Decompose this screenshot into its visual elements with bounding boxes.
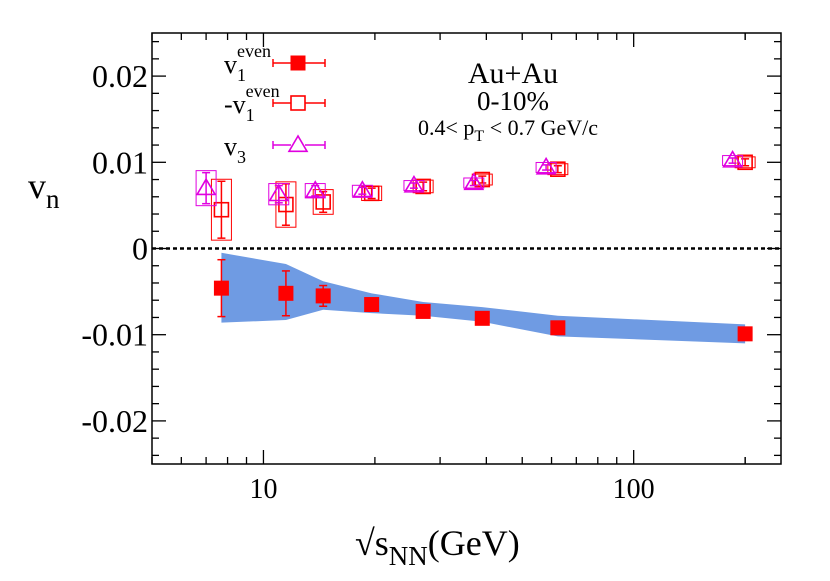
systematic-box [195,170,217,207]
y-tick-label: 0.02 [92,58,148,94]
filled-square-marker [550,320,566,336]
y-tick-label: 0.01 [92,144,148,180]
open-square-marker [474,171,491,188]
open-triangle-marker [463,172,485,191]
filled-square-marker [213,280,229,296]
legend-label: v1even [224,41,271,85]
filled-square-marker [474,310,490,326]
legend-marker [287,134,309,153]
systematic-box [304,183,326,199]
x-tick-label: 100 [613,474,655,505]
systematic-box [535,161,557,173]
systematic-box [722,155,744,167]
open-triangle-marker [403,174,425,193]
systematic-box [268,183,290,206]
systematic-box [312,189,334,215]
x-axis-label: √sNN(GeV) [355,523,520,571]
filled-square-marker [364,297,380,313]
y-tick-label: -0.02 [81,403,148,439]
systematic-box [210,178,232,241]
legend-marker [290,55,306,71]
systematic-box [734,156,756,169]
tick-label-layer: 10 100 0.02 0.01 0 -0.01 -0.02 [81,58,654,505]
systematic-band-layer [221,252,746,344]
legend-label: -v1even [224,81,280,125]
open-square-marker [550,161,566,177]
open-triangle-marker [304,180,326,198]
open-triangle-marker [195,177,217,196]
open-square-marker [415,178,431,195]
legend-label: v3 [224,132,246,167]
tick-layer [151,33,781,464]
y-axis-label: vn [28,166,60,214]
legend-marker-bg [291,96,305,110]
filled-square-marker [278,285,294,301]
filled-square-marker [737,326,753,342]
filled-square-marker [315,288,331,304]
systematic-box [463,177,485,189]
x-tick-label: 10 [249,474,277,505]
legend-marker [290,95,306,111]
systematic-box [403,180,425,192]
systematic-box [547,163,569,176]
y-tick-label: 0 [132,231,148,267]
systematic-box [351,184,373,197]
legend: v1even-v1even v3 [224,41,326,167]
annotation-system: Au+Au [468,57,558,90]
open-square-marker [213,201,230,218]
data-layer [195,149,756,342]
annotation-centrality: 0-10% [477,86,549,116]
open-triangle-marker [722,149,743,168]
filled-square-marker [415,303,431,319]
systematic-band [221,252,746,344]
y-tick-label: -0.01 [81,317,148,353]
open-triangle-marker [535,156,557,175]
open-square-marker [363,185,380,202]
annotation-pt-range: 0.4< pT < 0.7 GeV/c [418,115,598,145]
open-triangle-marker [351,180,373,198]
systematic-box [471,173,493,186]
open-triangle-marker [268,183,290,202]
